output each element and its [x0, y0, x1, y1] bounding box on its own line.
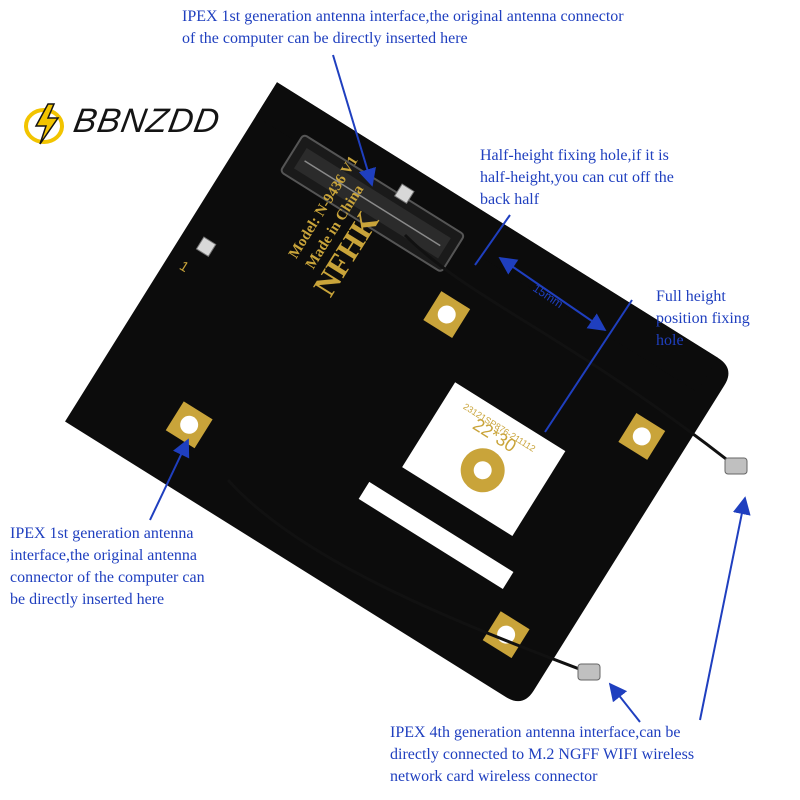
annotation-bottom-line: directly connected to M.2 NGFF WIFI wire…	[390, 746, 695, 763]
m2-card-mount-pad	[460, 448, 505, 493]
annotation-left-line: be directly inserted here	[10, 591, 165, 608]
arrow-top	[332, 54, 376, 187]
annotation-left: IPEX 1st generation antenna interface,th…	[10, 523, 205, 611]
ipex-connector-top	[393, 183, 415, 205]
arrow-bottom	[608, 682, 641, 723]
annotation-half-height: Half-height fixing hole,if it is half-he…	[480, 145, 674, 211]
annotation-left-line: IPEX 1st generation antenna	[10, 525, 194, 542]
annotation-left-line: connector of the computer can	[10, 569, 205, 586]
arrow-full-height	[544, 299, 633, 433]
antenna-cable-bottom	[226, 478, 583, 672]
brand-logo: BBNZDD	[18, 100, 238, 146]
antenna-connector-bottom	[577, 663, 601, 681]
logo-text: BBNZDD	[70, 102, 224, 140]
annotation-top-line: IPEX 1st generation antenna interface,th…	[182, 8, 624, 25]
ipex-connector-left	[195, 236, 217, 258]
pcb-outline	[65, 82, 729, 702]
annotation-full-height: Full height position fixing hole	[656, 286, 750, 352]
annotation-half-line: Half-height fixing hole,if it is	[480, 147, 669, 164]
annotation-full-line: hole	[656, 332, 684, 349]
arrow-half-height	[474, 214, 511, 266]
annotation-bottom: IPEX 4th generation antenna interface,ca…	[390, 722, 694, 788]
annotation-full-line: Full height	[656, 288, 726, 305]
arrow-left	[149, 438, 190, 521]
annotation-top-line: of the computer can be directly inserted…	[182, 30, 468, 47]
annotation-bottom-line: IPEX 4th generation antenna interface,ca…	[390, 724, 681, 741]
annotation-top: IPEX 1st generation antenna interface,th…	[182, 6, 624, 50]
dimension-line	[498, 256, 607, 332]
board-cutout-slot	[358, 481, 514, 589]
annotation-left-line: interface,the original antenna	[10, 547, 198, 564]
annotation-half-line: half-height,you can cut off the	[480, 169, 674, 186]
annotation-full-line: position fixing	[656, 310, 750, 327]
annotation-half-line: back half	[480, 191, 540, 208]
annotation-bottom-line: network card wireless connector	[390, 768, 598, 785]
arrow-bottom-right	[699, 496, 751, 721]
lightning-bolt-icon	[24, 103, 64, 145]
antenna-connector-right	[724, 457, 748, 475]
